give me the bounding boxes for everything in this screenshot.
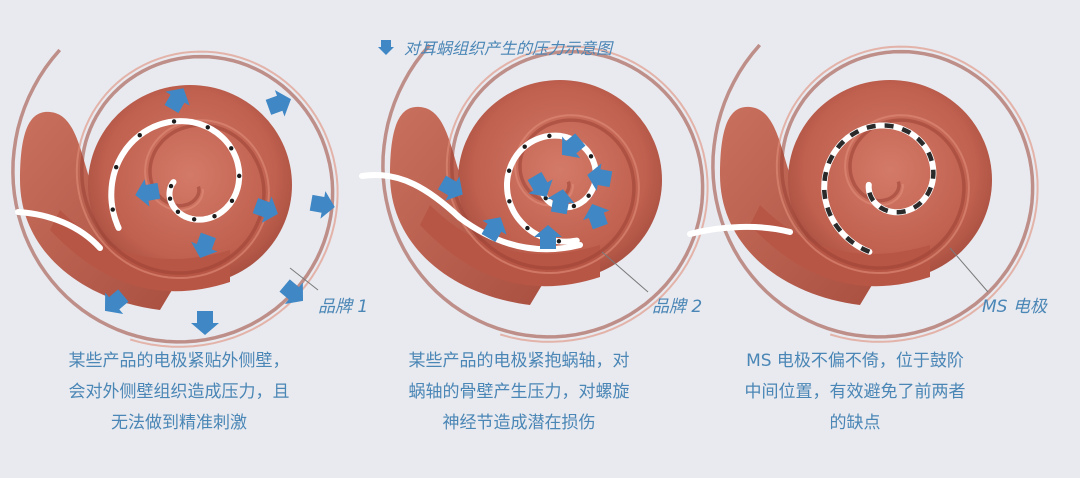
description-ms-electrode: MS 电极不偏不倚，位于鼓阶 中间位置，有效避免了前两者 的缺点 [744,351,966,433]
pressure-arrow [534,225,562,249]
pressure-arrow-shape [135,179,161,207]
electrode-contact-dot [167,196,173,201]
description-brand-1: 某些产品的电极紧贴外侧壁， 会对外侧壁组织造成压力，且 无法做到精准刺激 [68,351,290,433]
electrode-contact-dot [556,239,562,244]
electrode-contact-dot [229,146,234,151]
pressure-arrow-shape [561,133,586,158]
pressure-arrow [481,217,507,243]
pressure-arrow [135,179,161,207]
pressure-arrow [561,133,586,158]
pressure-arrow [265,90,291,117]
electrode-contact-dot [113,165,119,170]
electrode-contact-dot [586,193,591,198]
label-leader-line [949,247,989,293]
electrode-contact-dot [571,203,577,209]
panel-brand-1-drawing [11,48,339,348]
electrode-contact-dot [525,225,530,231]
pressure-arrow [547,189,575,215]
cochlea-lower-wall [750,205,930,287]
pressure-arrow-shape [437,175,463,201]
pressure-arrow-shape [481,217,507,243]
electrode-contact-dot [171,119,177,124]
pressure-arrow-shape [252,196,278,223]
cochlea-spiral-groove [381,43,705,339]
pressure-arrow [279,279,304,304]
pressure-arrow-shape [534,225,562,249]
cochlea-lower-wall [50,210,230,292]
cochlea-lower-wall [420,205,600,287]
electrode-contact-dot [507,199,512,204]
panel-ms-electrode-drawing [687,43,1039,343]
pressure-arrow-shape [191,311,219,335]
electrode-contact-dot [588,154,594,159]
pressure-arrow [252,196,278,223]
pressure-arrow [437,175,463,201]
electrode-contact-dot [175,209,181,214]
electrode-contact-dot [229,198,235,204]
pressure-arrow-shape [104,289,129,314]
electrode-contact-dot [168,183,174,189]
pressure-arrow-shape [587,163,613,191]
electrode-contact-dot [547,133,552,139]
electrode-contact-dot [543,196,548,201]
electrode-contact-dot [506,168,512,173]
label-brand-1: 品牌 1 [318,297,369,317]
pressure-arrow-shape [309,191,335,219]
pressure-arrow [309,191,335,219]
cochlea-spiral-groove [711,43,1035,339]
electrode-contact-dot [212,214,217,219]
cochlea-spiral-highlight [445,45,709,343]
down-arrow-icon [378,40,394,55]
diagram-title: 对耳蜗组织产生的压力示意图 [378,36,612,58]
pressure-arrow-shape [279,279,304,304]
label-brand-2: 品牌 2 [652,297,703,317]
electrode-lead [15,209,103,251]
electrode-lead [687,223,793,237]
electrode-contact-dot [237,173,242,179]
label-ms-electrode: MS 电极 [982,297,1047,317]
panel-brand-2-drawing [359,43,709,343]
electrode-contact-dot [110,207,115,212]
pressure-arrow-shape [164,88,190,114]
pressure-arrow [527,171,553,197]
pressure-arrow-shape [583,204,610,230]
pressure-arrow [587,163,613,191]
pressure-arrow-shape [191,232,218,258]
electrode-contact-dot [137,133,142,138]
electrode-contact-dot [522,144,527,149]
electrode-contact-dot [191,217,197,222]
pressure-arrow [104,289,129,314]
pressure-arrow [191,311,219,335]
description-brand-2: 某些产品的电极紧抱蜗轴，对 蜗轴的骨壁产生压力，对螺旋 神经节造成潜在损伤 [408,351,630,433]
electrode-contacts [821,123,936,254]
title-text: 对耳蜗组织产生的压力示意图 [404,39,613,58]
pressure-arrow-shape [547,189,575,215]
pressure-arrow-shape [265,90,291,117]
label-leader-line [289,267,319,291]
pressure-arrow-shape [527,171,553,197]
electrode-contact-dot [205,125,210,130]
pressure-arrow [191,232,218,258]
label-leader-line [601,251,649,293]
cochlea-spiral-groove [11,48,335,344]
pressure-arrow [583,204,610,230]
electrode-lead [359,171,583,253]
cochlea-spiral-highlight [775,45,1039,343]
pressure-arrow [164,88,190,114]
